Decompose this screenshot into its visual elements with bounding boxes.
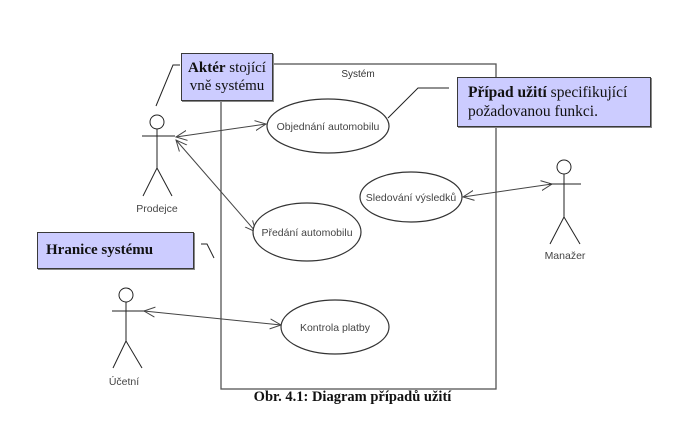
callout-usecase: Případ užití specifikující požadovanou f…	[457, 77, 651, 127]
callout-usecase-bold: Případ užití	[468, 84, 547, 101]
figure-caption: Obr. 4.1: Diagram případů užití	[253, 389, 452, 405]
callout-usecase-connector	[387, 87, 449, 119]
callout-boundary-text: Hranice systému	[46, 242, 154, 258]
use-case-label: Objednání automobilu	[277, 121, 380, 133]
use-case-kontrola[interactable]: Kontrola platby	[280, 299, 390, 355]
actor-head-icon	[556, 159, 572, 175]
callout-boundary-connector	[201, 243, 215, 259]
actor-head-icon	[118, 287, 134, 303]
callout-actor-line2: vně systému	[189, 78, 265, 94]
association-ucetni-kontrola	[144, 311, 281, 325]
actor-label: Manažer	[545, 250, 586, 262]
callout-boundary: Hranice systému	[37, 232, 194, 269]
use-case-objednani[interactable]: Objednání automobilu	[266, 98, 390, 154]
actor-head-icon	[149, 114, 165, 130]
association-prodejce-predani	[176, 140, 256, 232]
callout-actor-bold: Aktér	[188, 60, 226, 76]
system-label: Systém	[341, 69, 374, 80]
callout-usecase-rest: specifikující	[546, 84, 628, 101]
actor-prodejce[interactable]: Prodejce	[136, 114, 178, 215]
use-case-label: Kontrola platby	[300, 322, 371, 334]
association-prodejce-objednani	[176, 124, 266, 137]
use-case-sledovani[interactable]: Sledování výsledků	[359, 171, 463, 223]
callout-actor-rest: stojící	[225, 60, 266, 76]
use-case-label: Sledování výsledků	[366, 192, 457, 204]
callout-actor: Aktér stojící vně systému	[181, 53, 273, 101]
actor-manazer[interactable]: Manažer	[545, 159, 586, 262]
actor-ucetni[interactable]: Účetní	[109, 287, 145, 388]
association-manazer-sledovani	[463, 184, 552, 197]
use-case-predani[interactable]: Předání automobilu	[252, 202, 362, 262]
actor-label: Účetní	[109, 375, 139, 388]
callout-actor-connector	[155, 64, 180, 107]
use-case-label: Předání automobilu	[261, 227, 352, 239]
actor-label: Prodejce	[136, 203, 178, 215]
callout-usecase-line2: požadovanou funkci.	[468, 103, 598, 120]
